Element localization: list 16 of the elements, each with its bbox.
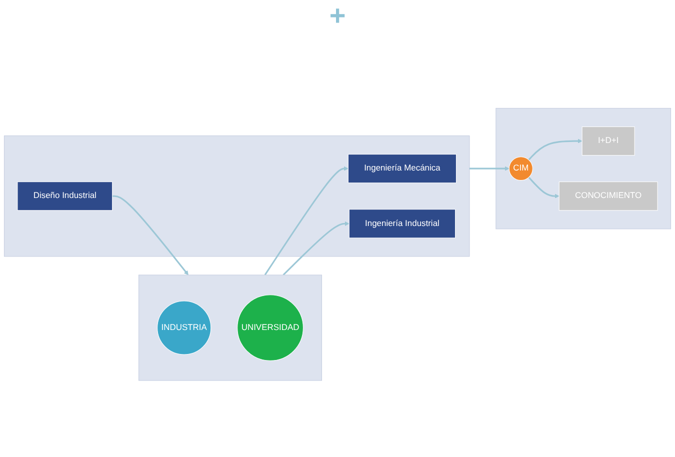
arrow <box>469 166 510 172</box>
node-box: Ingeniería Mecánica <box>348 154 456 184</box>
arrow <box>528 176 560 199</box>
cluster <box>496 108 672 230</box>
node-box: Diseño Industrial <box>17 182 113 211</box>
arrow <box>112 195 188 276</box>
plus-sign: + <box>329 0 346 32</box>
cluster <box>4 136 470 257</box>
node-circle: CIM <box>508 156 533 181</box>
node-circle: INDUSTRIA <box>157 300 212 355</box>
arrow <box>282 221 350 276</box>
node-box: Ingeniería Industrial <box>348 209 456 238</box>
arrow <box>528 138 582 161</box>
cluster <box>138 274 322 381</box>
node-circle: UNIVERSIDAD <box>237 294 304 362</box>
arrow <box>264 166 348 276</box>
